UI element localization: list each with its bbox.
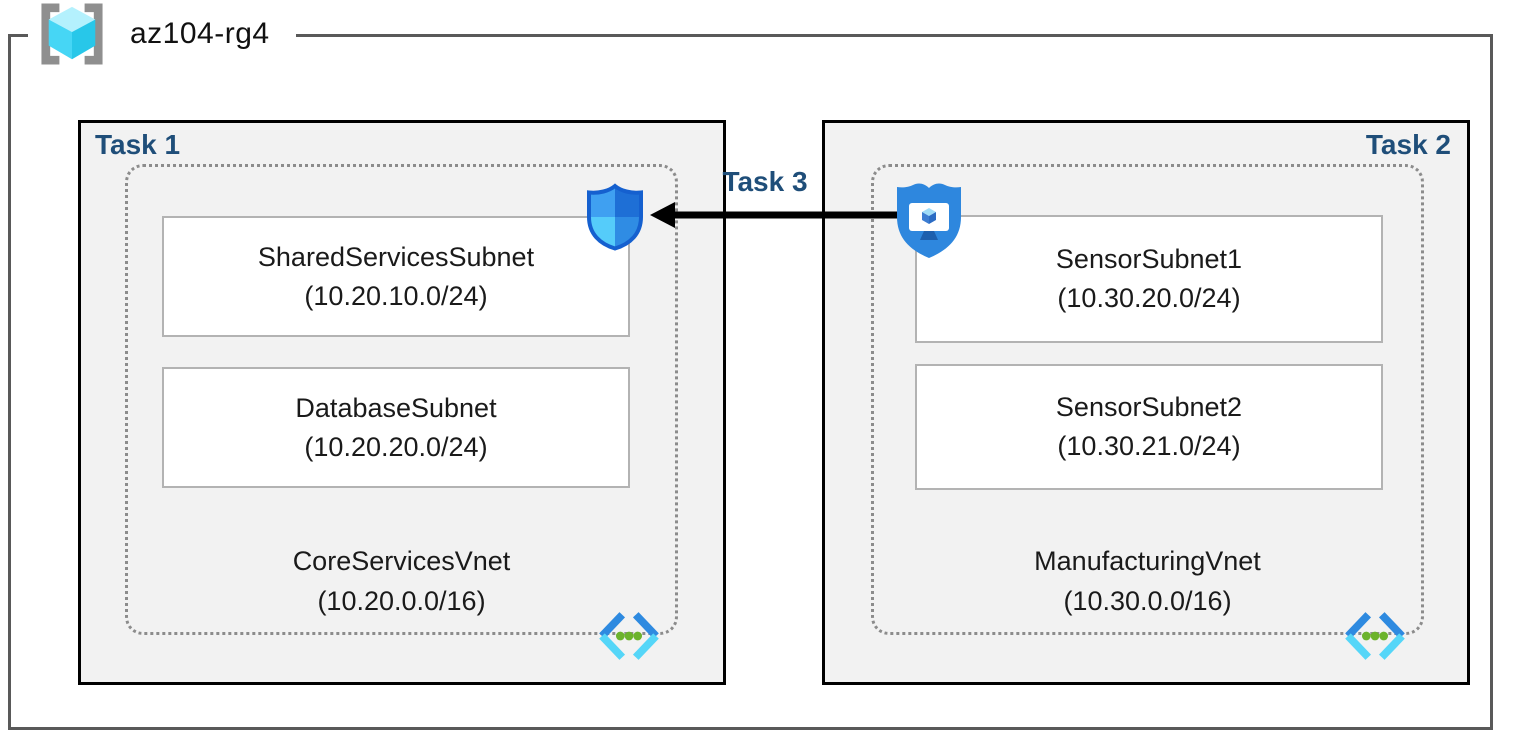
subnet-box-sensor1: SensorSubnet1 (10.30.20.0/24): [915, 215, 1383, 343]
vnet-cidr: (10.20.0.0/16): [317, 586, 486, 616]
arrow-left-icon: [650, 202, 898, 228]
virtual-network-chevrons-icon: [599, 612, 659, 660]
resource-group-label: az104-rg4: [130, 17, 270, 50]
subnet-cidr: (10.20.10.0/24): [304, 280, 488, 311]
vnet1-dashed-boundary: [125, 164, 678, 635]
subnet-name: DatabaseSubnet: [295, 392, 497, 423]
resource-group-header: az104-rg4: [28, 2, 296, 66]
subnet-cidr: (10.30.20.0/24): [1057, 283, 1241, 313]
resource-group-icon: [41, 3, 103, 65]
subnet-cidr: (10.30.21.0/24): [1057, 431, 1241, 461]
task1-label: Task 1: [95, 129, 181, 160]
subnet-cidr: (10.20.20.0/24): [304, 431, 488, 462]
vnet1-label: CoreServicesVnet (10.20.0.0/16): [125, 541, 678, 621]
task3-arrow: [648, 198, 900, 237]
application-security-group-monitor-shield-icon: [897, 183, 961, 258]
subnet-name: SensorSubnet1: [1055, 244, 1243, 274]
task2-label: Task 2: [1365, 129, 1451, 160]
virtual-network-chevrons-icon: [1345, 612, 1405, 660]
vnet-cidr: (10.30.0.0/16): [1063, 586, 1232, 616]
vnet2-dashed-boundary: [871, 164, 1424, 635]
vnet-name: CoreServicesVnet: [292, 546, 511, 576]
network-security-group-shield-icon: [587, 183, 643, 251]
subnet-box-database: DatabaseSubnet (10.20.20.0/24): [162, 367, 630, 488]
subnet-name: SensorSubnet2: [1055, 392, 1243, 422]
vnet-name: ManufacturingVnet: [1034, 546, 1261, 576]
subnet-box-sharedservices: SharedServicesSubnet (10.20.10.0/24): [162, 216, 630, 337]
task3-label: Task 3: [722, 166, 808, 197]
vnet2-label: ManufacturingVnet (10.30.0.0/16): [871, 541, 1424, 621]
subnet-box-sensor2: SensorSubnet2 (10.30.21.0/24): [915, 364, 1383, 490]
subnet-name: SharedServicesSubnet: [257, 241, 535, 272]
